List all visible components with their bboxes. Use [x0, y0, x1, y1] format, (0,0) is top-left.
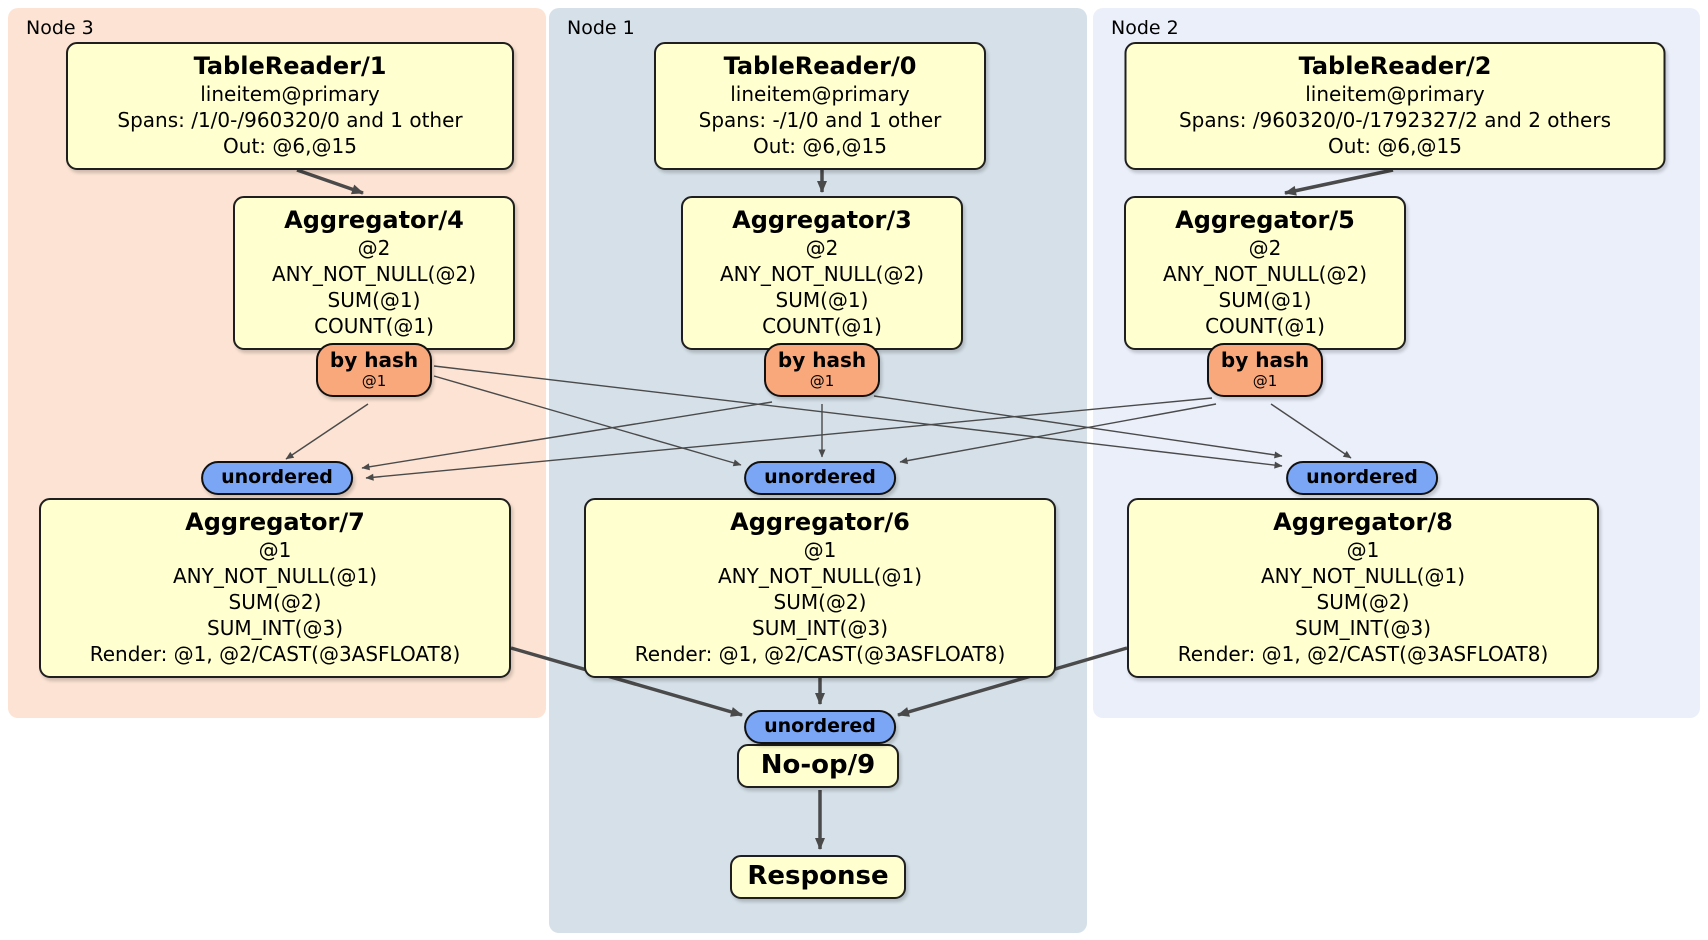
sync-unordered-7: unordered [201, 461, 353, 495]
processor-line: ANY_NOT_NULL(@1) [1261, 564, 1465, 588]
processor-title: TableReader/1 [193, 52, 387, 80]
processor-line: @1 [803, 538, 837, 562]
edge-hash5-sync6 [899, 403, 1217, 465]
processor-title: No-op/9 [760, 750, 876, 780]
edge-hash5-sync7 [365, 397, 1213, 481]
processor-tablereader-2: TableReader/2 lineitem@primary Spans: /9… [1124, 42, 1666, 170]
processor-response: Response [730, 855, 906, 899]
processor-line: ANY_NOT_NULL(@1) [173, 564, 377, 588]
processor-line: SUM(@2) [1316, 590, 1410, 614]
processor-line: lineitem@primary [200, 82, 380, 106]
sync-unordered-9: unordered [744, 710, 896, 744]
processor-line: @2 [805, 236, 839, 260]
router-by-hash-4: by hash @1 [316, 343, 432, 397]
edge-tr1-agg4 [296, 168, 364, 195]
processor-line: SUM(@1) [775, 288, 869, 312]
processor-line: Render: @1, @2/CAST(@3ASFLOAT8) [1177, 642, 1549, 666]
processor-line: Spans: /960320/0-/1792327/2 and 2 others [1178, 108, 1611, 132]
router-label: by hash [1220, 348, 1310, 372]
processor-line: SUM(@2) [773, 590, 867, 614]
processor-line: Spans: /1/0-/960320/0 and 1 other [117, 108, 463, 132]
router-detail: @1 [1252, 372, 1278, 390]
processor-title: Aggregator/8 [1273, 508, 1453, 536]
processor-line: Render: @1, @2/CAST(@3ASFLOAT8) [89, 642, 461, 666]
processor-line: COUNT(@1) [314, 314, 434, 338]
edge-hash4-sync7 [285, 403, 369, 460]
processor-noop-9: No-op/9 [737, 744, 899, 788]
processor-line: SUM_INT(@3) [1295, 616, 1431, 640]
processor-line: Spans: -/1/0 and 1 other [698, 108, 942, 132]
processor-line: lineitem@primary [1305, 82, 1485, 106]
router-detail: @1 [809, 372, 835, 390]
processor-line: ANY_NOT_NULL(@2) [720, 262, 924, 286]
processor-aggregator-8: Aggregator/8 @1 ANY_NOT_NULL(@1) SUM(@2)… [1127, 498, 1599, 678]
processor-title: Aggregator/6 [730, 508, 910, 536]
router-by-hash-3: by hash @1 [764, 343, 880, 397]
processor-title: Aggregator/5 [1175, 206, 1355, 234]
processor-tablereader-1: TableReader/1 lineitem@primary Spans: /1… [66, 42, 514, 170]
processor-title: Response [747, 861, 889, 891]
processor-line: SUM_INT(@3) [207, 616, 343, 640]
router-by-hash-5: by hash @1 [1207, 343, 1323, 397]
processor-line: SUM(@1) [327, 288, 421, 312]
sync-unordered-8: unordered [1286, 461, 1438, 495]
router-detail: @1 [361, 372, 387, 390]
processor-line: Out: @6,@15 [223, 134, 357, 158]
processor-aggregator-7: Aggregator/7 @1 ANY_NOT_NULL(@1) SUM(@2)… [39, 498, 511, 678]
edge-hash5-sync8 [1270, 403, 1352, 459]
edge-tr2-agg5 [1284, 168, 1394, 196]
processor-title: TableReader/2 [1298, 52, 1492, 80]
edge-hash4-sync6 [433, 375, 742, 467]
processor-line: @2 [1248, 236, 1282, 260]
processor-aggregator-5: Aggregator/5 @2 ANY_NOT_NULL(@2) SUM(@1)… [1124, 196, 1406, 350]
processor-aggregator-6: Aggregator/6 @1 ANY_NOT_NULL(@1) SUM(@2)… [584, 498, 1056, 678]
processor-line: lineitem@primary [730, 82, 910, 106]
panel-node-1-label: Node 1 [567, 17, 635, 39]
router-label: by hash [777, 348, 867, 372]
processor-line: @1 [1346, 538, 1380, 562]
processor-line: ANY_NOT_NULL(@2) [1163, 262, 1367, 286]
processor-line: COUNT(@1) [762, 314, 882, 338]
processor-line: Out: @6,@15 [1328, 134, 1462, 158]
processor-line: Render: @1, @2/CAST(@3ASFLOAT8) [634, 642, 1006, 666]
edge-agg7-sync9 [510, 646, 743, 717]
processor-title: Aggregator/4 [284, 206, 464, 234]
sync-unordered-6: unordered [744, 461, 896, 495]
processor-line: COUNT(@1) [1205, 314, 1325, 338]
processor-line: @1 [258, 538, 292, 562]
processor-title: TableReader/0 [723, 52, 917, 80]
router-label: by hash [329, 348, 419, 372]
panel-node-3-label: Node 3 [26, 17, 94, 39]
panel-node-2-label: Node 2 [1111, 17, 1179, 39]
edge-hash3-sync8 [873, 395, 1283, 459]
processor-title: Aggregator/3 [732, 206, 912, 234]
processor-line: ANY_NOT_NULL(@1) [718, 564, 922, 588]
processor-line: SUM(@2) [228, 590, 322, 614]
processor-line: ANY_NOT_NULL(@2) [272, 262, 476, 286]
edge-agg8-sync9 [897, 646, 1128, 717]
edge-hash3-sync7 [361, 401, 773, 471]
edge-hash4-sync8 [433, 365, 1283, 469]
processor-line: Out: @6,@15 [753, 134, 887, 158]
processor-aggregator-3: Aggregator/3 @2 ANY_NOT_NULL(@2) SUM(@1)… [681, 196, 963, 350]
processor-title: Aggregator/7 [185, 508, 365, 536]
processor-line: @2 [357, 236, 391, 260]
processor-line: SUM_INT(@3) [752, 616, 888, 640]
processor-tablereader-0: TableReader/0 lineitem@primary Spans: -/… [654, 42, 986, 170]
processor-line: SUM(@1) [1218, 288, 1312, 312]
thin-edges [285, 365, 1352, 481]
processor-aggregator-4: Aggregator/4 @2 ANY_NOT_NULL(@2) SUM(@1)… [233, 196, 515, 350]
